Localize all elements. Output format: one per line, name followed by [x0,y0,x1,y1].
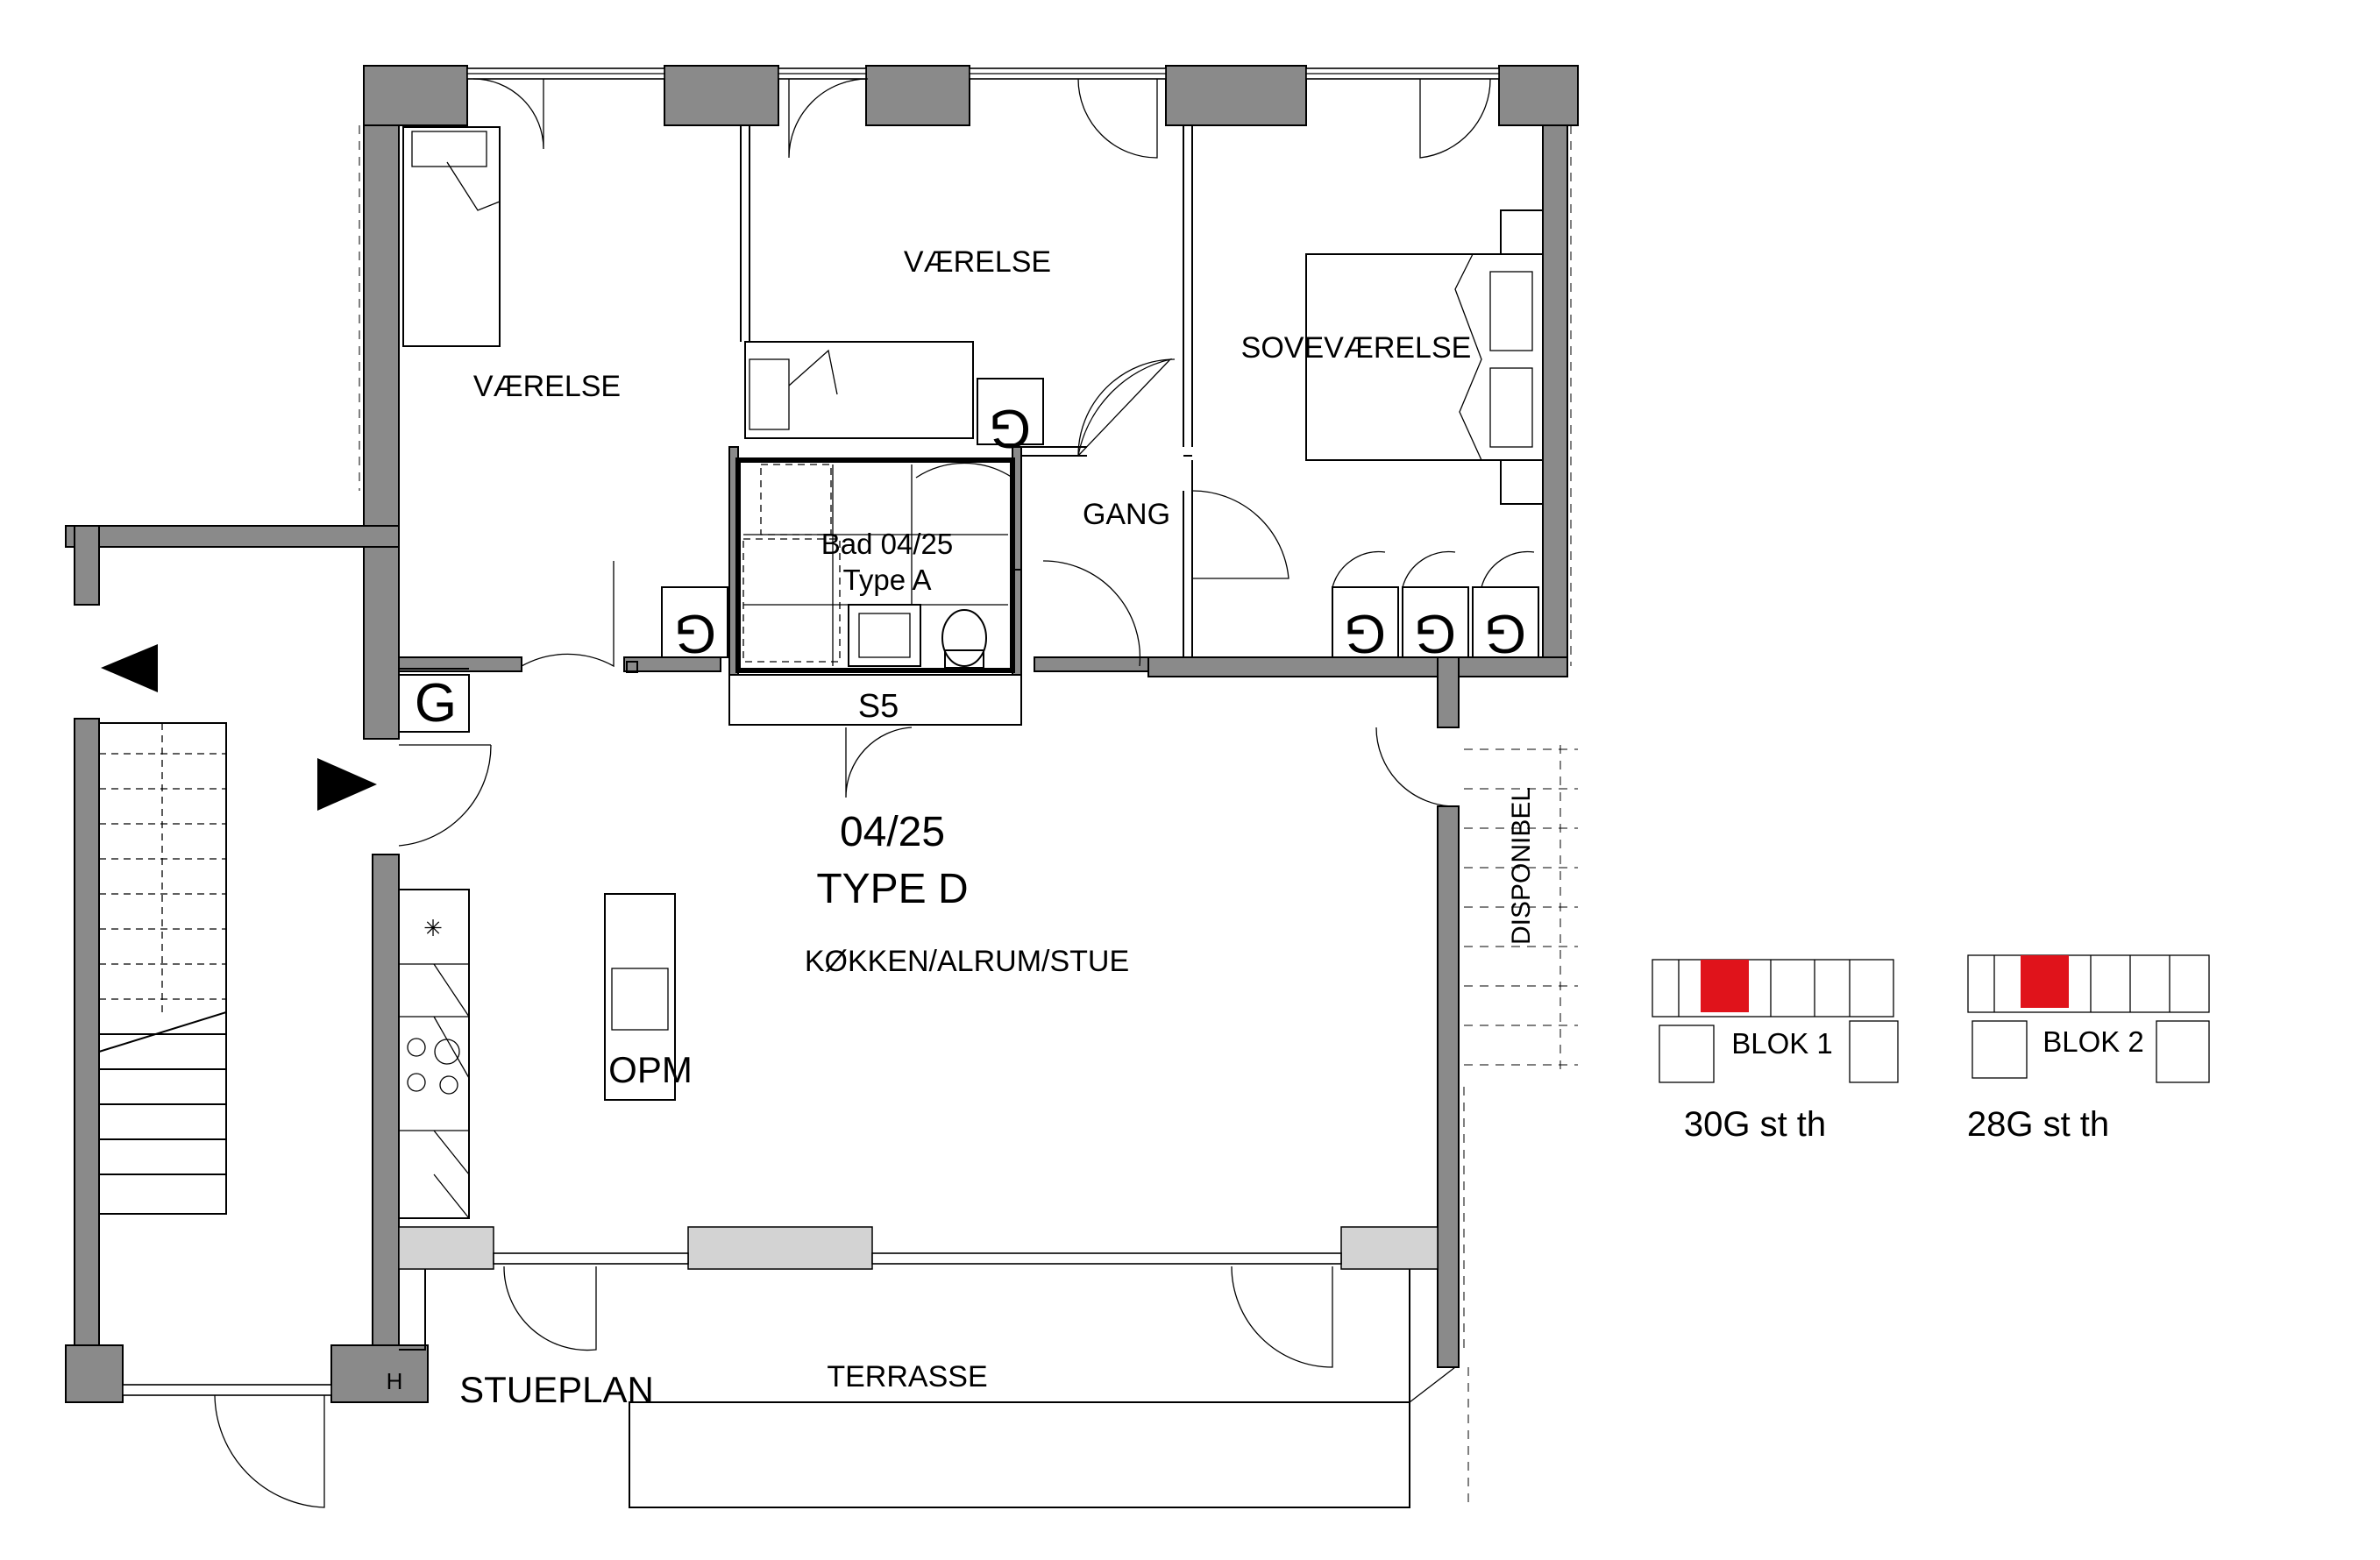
wardrobe-mark: G [989,398,1031,458]
bathroom [735,457,1021,673]
wardrobe-marks: G G G G G G [415,398,1526,734]
room-label-bad: Bad 04/25 [821,528,953,560]
room-label-vaerelse-middle: VÆRELSE [904,245,1051,279]
key-map-blok-1: BLOK 1 30G st th [1652,959,1899,1144]
disponibel-area [1463,745,1578,1350]
arrow-left-icon [101,644,158,692]
room-label-s5: S5 [858,688,899,725]
unit-type: TYPE D [816,866,968,912]
h-marker: H [387,1368,403,1394]
address-label: 30G st th [1684,1105,1826,1144]
top-door-swings [472,78,1491,159]
room-label-sovevaerelse: SOVEVÆRELSE [1241,331,1472,365]
room-label-terrasse: TERRASSE [827,1360,987,1393]
stairwell [98,722,332,1508]
svg-text:✳: ✳ [423,915,443,941]
wardrobe-mark: G [1414,603,1456,663]
highlight-unit [2021,955,2069,1008]
room-label-kitchen: KØKKEN/ALRUM/STUE [805,945,1129,978]
block-label: BLOK 2 [2043,1025,2144,1058]
room-label-gang: GANG [1083,498,1170,531]
wardrobe-mark: G [674,603,716,663]
walls [65,124,1568,1403]
room-label-vaerelse-left: VÆRELSE [473,370,621,403]
room-label-opm: OPM [608,1049,693,1090]
furniture: ✳ [398,126,1544,1219]
top-facade [363,65,1579,126]
arrow-right-icon [317,758,377,811]
wardrobe-mark: G [415,673,457,734]
room-label-bad-type: Type A [843,564,932,596]
interior-doors [398,358,1535,847]
wardrobe-mark: G [1484,603,1526,663]
wardrobe-mark: G [1344,603,1386,663]
room-labels: VÆRELSE VÆRELSE SOVEVÆRELSE GANG Bad 04/… [387,245,1536,1410]
key-map-blok-2: BLOK 2 28G st th [1967,954,2210,1144]
interior-partitions [399,125,1193,726]
block-label: BLOK 1 [1731,1027,1833,1060]
unit-number: 04/25 [840,809,945,855]
bottom-facade [398,1226,1469,1508]
address-label: 28G st th [1967,1105,2109,1144]
room-label-disponibel: DISPONIBEL [1507,787,1536,945]
floor-label-stueplan: STUEPLAN [459,1369,654,1410]
highlight-unit [1701,960,1749,1012]
